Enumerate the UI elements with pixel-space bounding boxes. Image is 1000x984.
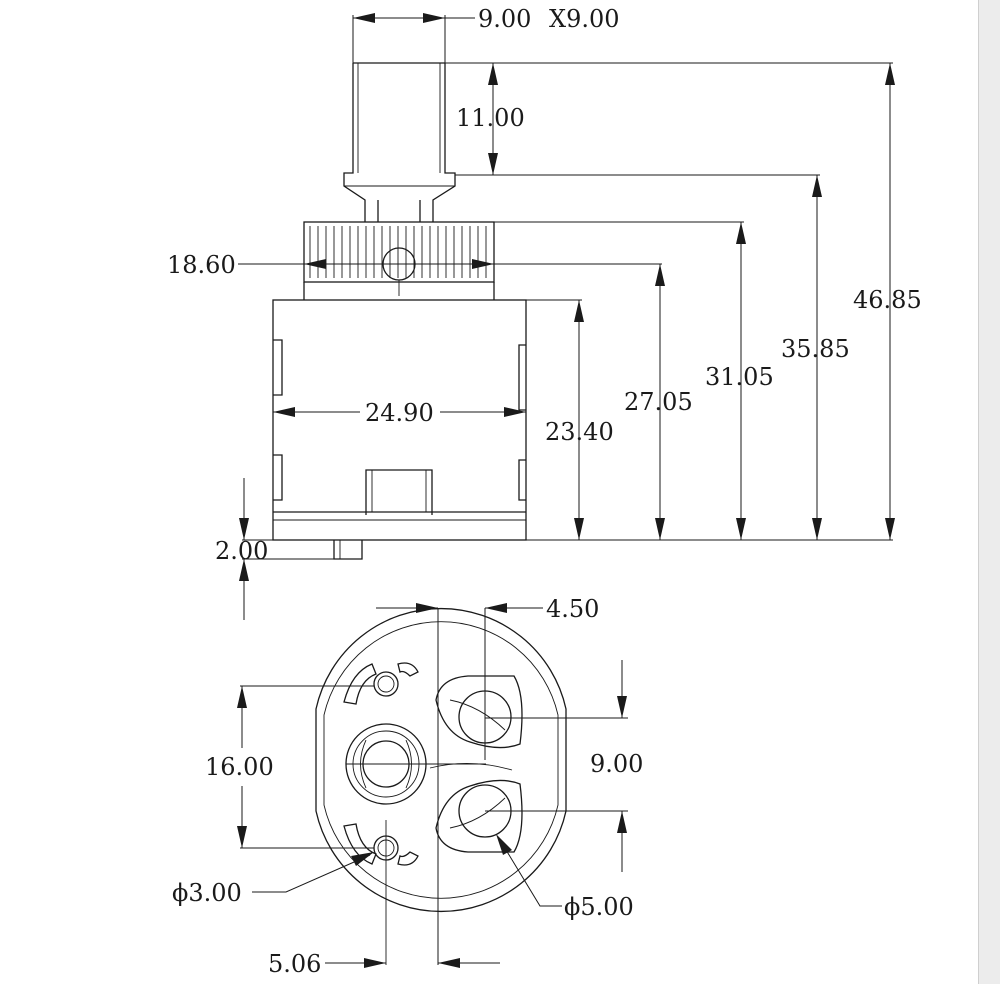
window-scrollbar-strip — [978, 0, 1000, 984]
stem-height-label: 11.00 — [456, 104, 525, 132]
water-ports — [429, 675, 523, 853]
side-view: 9.00 X9.00 11.00 18.60 24.90 — [167, 5, 922, 620]
pin-diameter-label: ϕ3.00 — [172, 879, 242, 907]
height-to-spline-center-label: 27.05 — [624, 388, 693, 416]
spline-diameter-label: 18.60 — [167, 251, 236, 279]
pin-height-label: 2.00 — [215, 537, 268, 565]
bottom-view-dimensions: 4.50 16.00 9.00 ϕ3.00 ϕ5.00 — [172, 595, 643, 978]
overall-height-label: 46.85 — [853, 286, 922, 314]
body-height-label: 23.40 — [545, 418, 614, 446]
side-view-dimensions: 9.00 X9.00 11.00 18.60 24.90 — [167, 5, 922, 620]
cartridge-body — [272, 299, 527, 560]
body-diameter-label: 24.90 — [365, 399, 434, 427]
pin-offset-label: 5.06 — [268, 950, 321, 978]
stem-outline — [343, 62, 456, 222]
port-diameter-label: ϕ5.00 — [564, 893, 634, 921]
port-spacing-label: 9.00 — [590, 750, 643, 778]
bottom-view: 4.50 16.00 9.00 ϕ3.00 ϕ5.00 — [172, 595, 643, 978]
height-to-spline-top-label: 31.05 — [705, 363, 774, 391]
height-to-stem-base-label: 35.85 — [781, 335, 850, 363]
port-offset-label: 4.50 — [546, 595, 599, 623]
stem-width-label: 9.00 — [478, 5, 531, 33]
stem-size-label: X9.00 — [549, 5, 620, 33]
pin-spacing-label: 16.00 — [205, 753, 274, 781]
spline-ring — [303, 221, 495, 300]
